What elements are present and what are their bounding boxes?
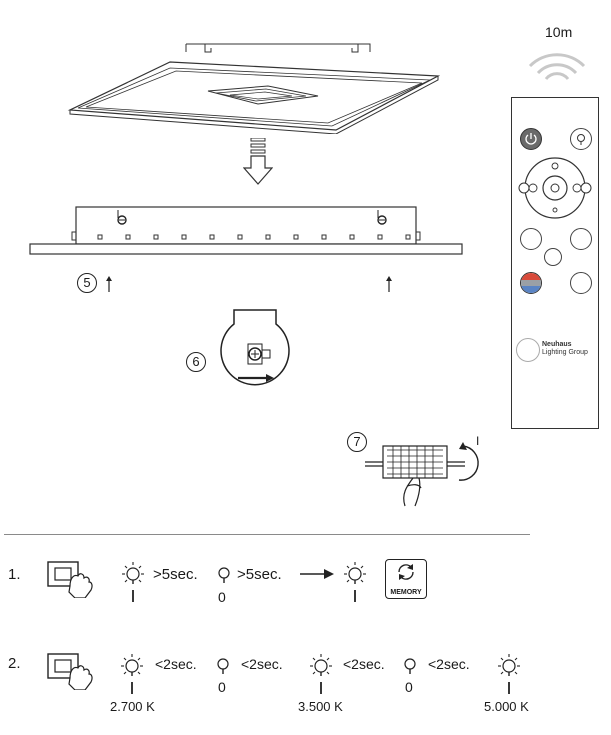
down-arrow-icon xyxy=(243,138,273,185)
wall-switch-hand-icon xyxy=(47,561,93,598)
short-press-label-3: <2sec. xyxy=(343,656,385,672)
short-press-label-1: <2sec. xyxy=(155,656,197,672)
on-long-press-label: >5sec. xyxy=(153,566,198,583)
color-temp-1: 2.700 K xyxy=(110,699,155,714)
up-arrow-icon xyxy=(386,276,392,292)
bulb-on-icon xyxy=(122,562,144,602)
bulb-off-icon xyxy=(404,658,416,674)
color-temp-2: 3.500 K xyxy=(298,699,343,714)
bulb-off-icon xyxy=(217,658,229,674)
wifi-signal-icon xyxy=(528,53,586,81)
memory-icon: MEMORY xyxy=(385,559,427,599)
memory-label: MEMORY xyxy=(390,589,422,596)
right-arrow-icon xyxy=(300,569,334,579)
short-press-label-4: <2sec. xyxy=(428,656,470,672)
up-arrow-icon xyxy=(106,276,112,292)
power-icon xyxy=(525,133,537,145)
night-mode-button[interactable] xyxy=(544,248,562,266)
wire-label: I xyxy=(476,434,480,448)
off-long-press-label: >5sec. xyxy=(237,566,282,583)
bulb-on-icon xyxy=(310,654,332,694)
step-7-marker: 7 xyxy=(347,432,367,452)
timer-button-right[interactable] xyxy=(570,228,592,250)
bulb-on-icon xyxy=(344,562,366,602)
bulb-on-icon xyxy=(498,654,520,694)
keyhole-bracket-detail xyxy=(220,309,290,386)
short-press-label-2: <2sec. xyxy=(241,656,283,672)
brand-logo xyxy=(516,338,540,362)
bulb-icon xyxy=(577,134,585,145)
off-value: 0 xyxy=(218,589,226,605)
step-6-marker: 6 xyxy=(186,352,206,372)
instruction-2-number: 2. xyxy=(8,655,21,672)
section-divider xyxy=(4,534,530,535)
bulb-on-icon xyxy=(121,654,143,694)
ceiling-panel-illustration xyxy=(67,43,440,134)
off-value-2: 0 xyxy=(405,679,413,695)
color-button[interactable] xyxy=(520,272,542,294)
instruction-1-number: 1. xyxy=(8,566,21,583)
night-light-button[interactable] xyxy=(570,128,592,150)
brightness-dial[interactable] xyxy=(518,152,592,224)
bulb-off-icon xyxy=(218,567,230,583)
color-temp-3: 5.000 K xyxy=(484,699,529,714)
timer-button-left[interactable] xyxy=(520,228,542,250)
step-5-marker: 5 xyxy=(77,273,97,293)
scene-button[interactable] xyxy=(570,272,592,294)
panel-side-view xyxy=(29,206,463,255)
refresh-icon xyxy=(398,564,414,580)
range-label: 10m xyxy=(545,24,573,40)
terminal-block-wiring xyxy=(365,442,479,507)
off-value-1: 0 xyxy=(218,679,226,695)
wall-switch-hand-icon xyxy=(47,653,93,690)
power-button[interactable] xyxy=(520,128,542,150)
